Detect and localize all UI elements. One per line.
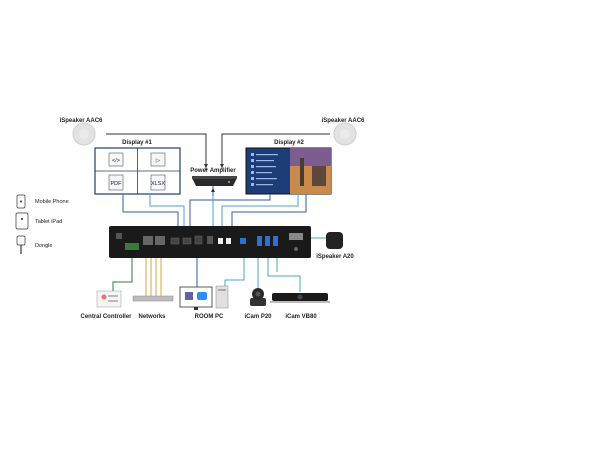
audio-port-icon — [207, 236, 213, 244]
usb-port-icon — [218, 238, 223, 244]
dongle-label: Dongle — [35, 243, 52, 249]
zoom-icon — [197, 292, 207, 300]
pc-tower-icon — [215, 285, 229, 309]
tile-text: </> — [112, 158, 120, 164]
arrow-icon — [220, 164, 224, 168]
dongle-icon — [16, 235, 26, 246]
hdmi-port-icon — [194, 235, 203, 245]
networks: Networks — [132, 295, 174, 320]
usb-port-icon — [273, 236, 278, 246]
room-pc-label: ROOM PC — [195, 314, 224, 320]
speaker-cone-icon — [340, 129, 350, 139]
ispeaker-a20-label: iSpeaker A20 — [316, 254, 354, 260]
icam-vb80-label: iCam VB80 — [285, 314, 317, 320]
ispeaker-aac6-right: iSpeaker AAC6 — [322, 118, 365, 146]
icam-p20: iCam P20 — [244, 288, 272, 320]
terminal-block-icon — [125, 243, 139, 250]
mobile-phone: Mobile Phone — [16, 194, 69, 209]
amplifier-body-icon — [192, 178, 237, 186]
usb-port-icon — [257, 236, 262, 246]
tile-text: XLSX — [151, 181, 165, 187]
led-icon — [294, 247, 298, 251]
ptz-camera-icon — [250, 298, 266, 306]
speakerphone-icon — [326, 232, 343, 249]
speaker-wires — [106, 133, 330, 170]
teams-icon — [185, 292, 193, 300]
display-2: Display #2 — [245, 140, 332, 195]
ispeaker-a20: iSpeaker A20 — [311, 232, 354, 260]
controller-icon — [96, 290, 122, 308]
video-file-icon: ▷ — [150, 152, 166, 167]
mobile-phone-label: Mobile Phone — [35, 199, 69, 205]
networks-label: Networks — [138, 314, 166, 320]
usb-b-port-icon — [240, 238, 246, 244]
xlsx-file-icon: XLSX — [150, 174, 165, 191]
code-file-icon: </> — [108, 152, 124, 167]
usb-port-icon — [265, 236, 270, 246]
tablet-icon — [15, 212, 29, 230]
display-1: Display #1 </> ▷ PDF XLSX — [94, 140, 181, 195]
display-port-icon — [289, 233, 303, 240]
menu-icons — [251, 153, 278, 186]
speaker-left-label: iSpeaker AAC6 — [60, 118, 103, 124]
rj45-port-icon — [143, 236, 153, 245]
power-amplifier-label: Power Amplifier — [190, 168, 236, 174]
power-port-icon — [116, 233, 122, 239]
monitor-icon — [179, 286, 213, 308]
usb-wires-top — [149, 194, 299, 226]
display2-label: Display #2 — [274, 140, 304, 146]
rj45-port-icon — [155, 236, 165, 245]
icam-p20-label: iCam P20 — [244, 314, 272, 320]
ispeaker-aac6-left: iSpeaker AAC6 — [60, 118, 103, 146]
power-amplifier: Power Amplifier — [190, 168, 237, 186]
left-device-legend: Mobile Phone Tablet iPad Dongle — [15, 194, 69, 254]
speaker-right-label: iSpeaker AAC6 — [322, 118, 365, 124]
tile-text: PDF — [111, 181, 123, 187]
room-pc: ROOM PC — [179, 285, 229, 320]
central-controller-label: Central Controller — [80, 314, 132, 320]
tile-text: ▷ — [156, 158, 161, 164]
arrow-icon — [204, 164, 208, 168]
hdmi-wires — [122, 186, 307, 226]
main-unit — [109, 226, 311, 258]
central-controller: Central Controller — [80, 290, 132, 320]
display1-label: Display #1 — [122, 140, 152, 146]
pdf-file-icon: PDF — [108, 174, 124, 191]
network-switch-icon — [132, 295, 174, 302]
tablet-ipad-label: Tablet iPad — [35, 219, 62, 225]
arrow-icon — [211, 188, 215, 192]
hdmi-port-icon — [182, 237, 192, 245]
icam-vb80: iCam VB80 — [270, 293, 330, 320]
tablet-ipad: Tablet iPad — [15, 212, 62, 230]
bottom-wires — [112, 258, 301, 296]
usb-port-icon — [226, 238, 231, 244]
speaker-cone-icon — [79, 129, 89, 139]
dongle: Dongle — [16, 235, 52, 254]
hdmi-port-icon — [170, 237, 180, 245]
